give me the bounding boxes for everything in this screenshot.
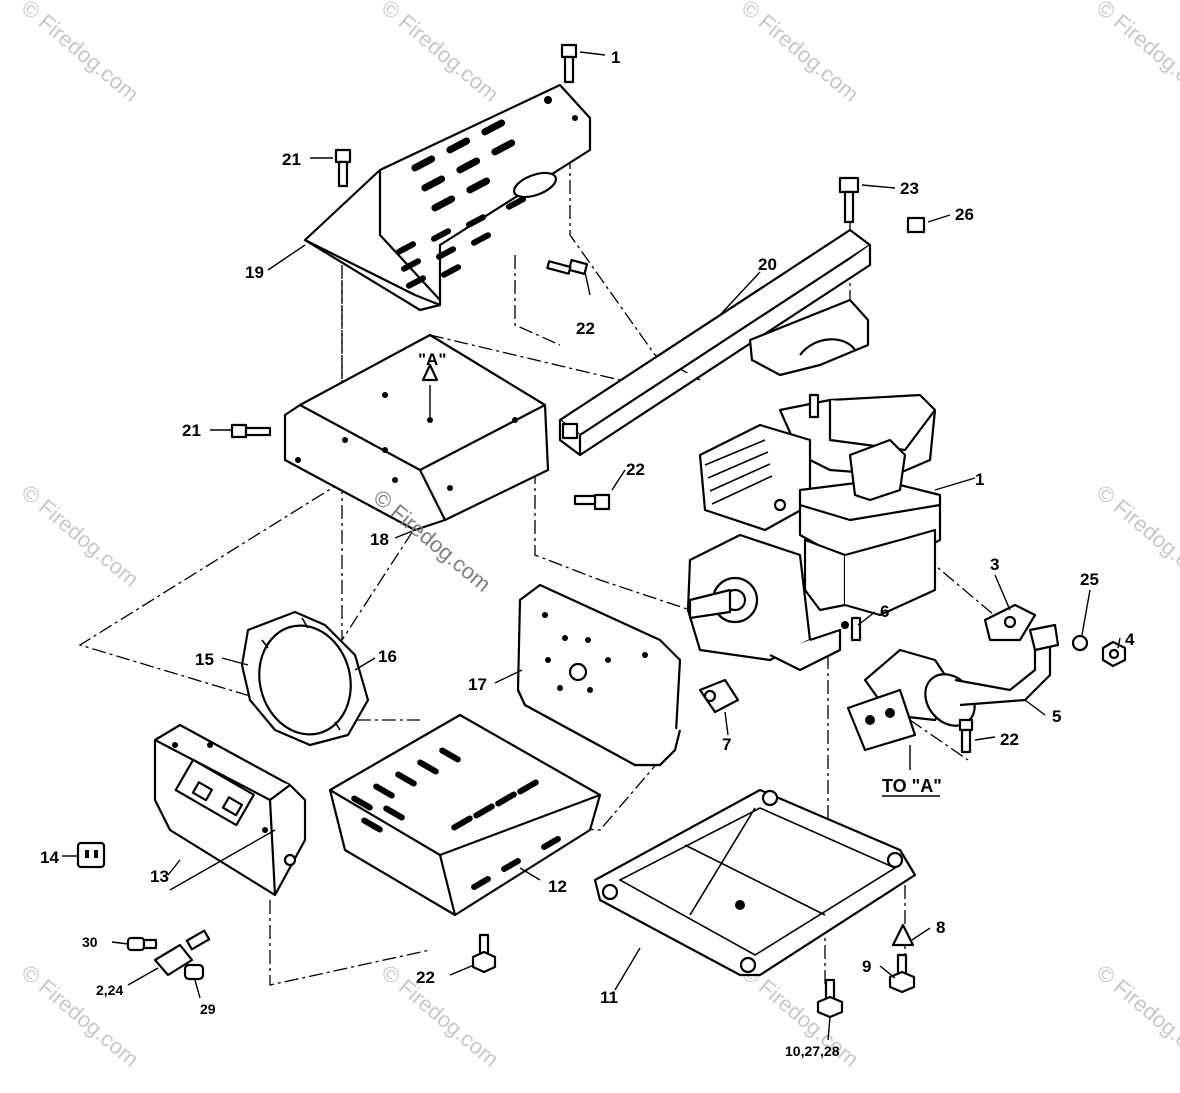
callout-14: 14 — [40, 848, 59, 867]
callout-5: 5 — [1052, 707, 1061, 726]
callout-22-c: 22 — [1000, 730, 1019, 749]
engine-1 — [686, 393, 942, 672]
callout-7: 7 — [722, 735, 731, 754]
watermark: © Firedog.com — [17, 960, 144, 1072]
clip-26 — [906, 216, 926, 234]
callout-21-left: 21 — [182, 421, 201, 440]
to-a-label-group: TO "A" — [882, 776, 942, 797]
callout-19: 19 — [245, 263, 264, 282]
watermark: © Firedog.com — [1092, 480, 1180, 592]
callout-1-top: 1 — [611, 48, 620, 67]
callout-22-a: 22 — [576, 319, 595, 338]
screw-21-left — [230, 423, 272, 439]
watermark: © Firedog.com — [17, 0, 144, 107]
middle-shroud-18 — [283, 333, 550, 532]
leader-lines — [62, 51, 1121, 1041]
ref-a-label: "A" — [418, 350, 446, 369]
callout-25: 25 — [1080, 570, 1099, 589]
screw-22-bottom — [471, 933, 497, 974]
foot-8 — [891, 923, 915, 947]
callout-17: 17 — [468, 675, 487, 694]
screw-23 — [838, 176, 860, 224]
callout-4: 4 — [1125, 630, 1135, 649]
screw-21-top — [334, 148, 352, 188]
screw-22-top — [546, 258, 589, 276]
screw-1-top — [560, 43, 578, 84]
watermark: © Firedog.com — [377, 960, 504, 1072]
callout-8: 8 — [936, 918, 945, 937]
cap-29 — [183, 963, 205, 981]
callout-9: 9 — [862, 957, 871, 976]
receptacle-14 — [76, 841, 106, 869]
callout-11: 11 — [600, 988, 618, 1007]
bolt-9 — [888, 953, 916, 994]
nut-4 — [1101, 640, 1127, 668]
watermark: © Firedog.com — [1092, 0, 1180, 107]
callout-18: 18 — [370, 530, 389, 549]
hardware — [76, 43, 1127, 1019]
ring-halves-15-16 — [240, 610, 370, 747]
stud-6 — [850, 616, 862, 642]
watermark: © Firedog.com — [377, 0, 504, 107]
callout-22-b: 22 — [626, 460, 645, 479]
control-panel-13 — [153, 723, 307, 897]
callout-20: 20 — [758, 255, 777, 274]
callout-1-engine: 1 — [975, 470, 984, 489]
callout-26: 26 — [955, 205, 974, 224]
watermark: © Firedog.com — [1092, 960, 1180, 1072]
callout-29: 29 — [200, 1001, 216, 1017]
callout-15: 15 — [195, 650, 214, 669]
ref-a-marker: "A" — [418, 350, 446, 420]
to-a-label: TO "A" — [882, 776, 942, 796]
bolt-10 — [816, 978, 844, 1019]
washer-25 — [1071, 634, 1089, 652]
callout-6: 6 — [880, 602, 889, 621]
callouts: 1 21 19 22 23 26 20 21 22 18 1 3 25 4 6 … — [40, 48, 1135, 1059]
connector-30 — [126, 936, 158, 952]
screw-22-muffler — [958, 718, 974, 754]
callout-10-27-28: 10,27,28 — [785, 1043, 840, 1059]
callout-2-24: 2,24 — [96, 982, 123, 998]
muffler-5 — [846, 603, 1060, 752]
fitting-7 — [698, 678, 740, 714]
screw-center — [808, 393, 820, 419]
callout-30: 30 — [82, 934, 98, 950]
callout-21-top: 21 — [282, 150, 301, 169]
back-plate-17 — [516, 583, 682, 767]
callout-12: 12 — [548, 877, 567, 896]
watermark: © Firedog.com — [737, 0, 864, 107]
callout-22-d: 22 — [416, 968, 435, 987]
watermark: © Firedog.com — [17, 480, 144, 592]
bottom-shroud-12 — [328, 713, 602, 917]
screw-22-mid — [573, 493, 611, 511]
switch-2-24 — [153, 929, 211, 977]
rail-20 — [558, 228, 872, 457]
callout-3: 3 — [990, 555, 999, 574]
base-plate-11 — [593, 788, 917, 977]
callout-23: 23 — [900, 179, 919, 198]
top-shroud-19 — [303, 83, 592, 312]
callout-16: 16 — [378, 647, 397, 666]
callout-13: 13 — [150, 867, 169, 886]
watermarks: © Firedog.com © Firedog.com © Firedog.co… — [17, 0, 1180, 1072]
